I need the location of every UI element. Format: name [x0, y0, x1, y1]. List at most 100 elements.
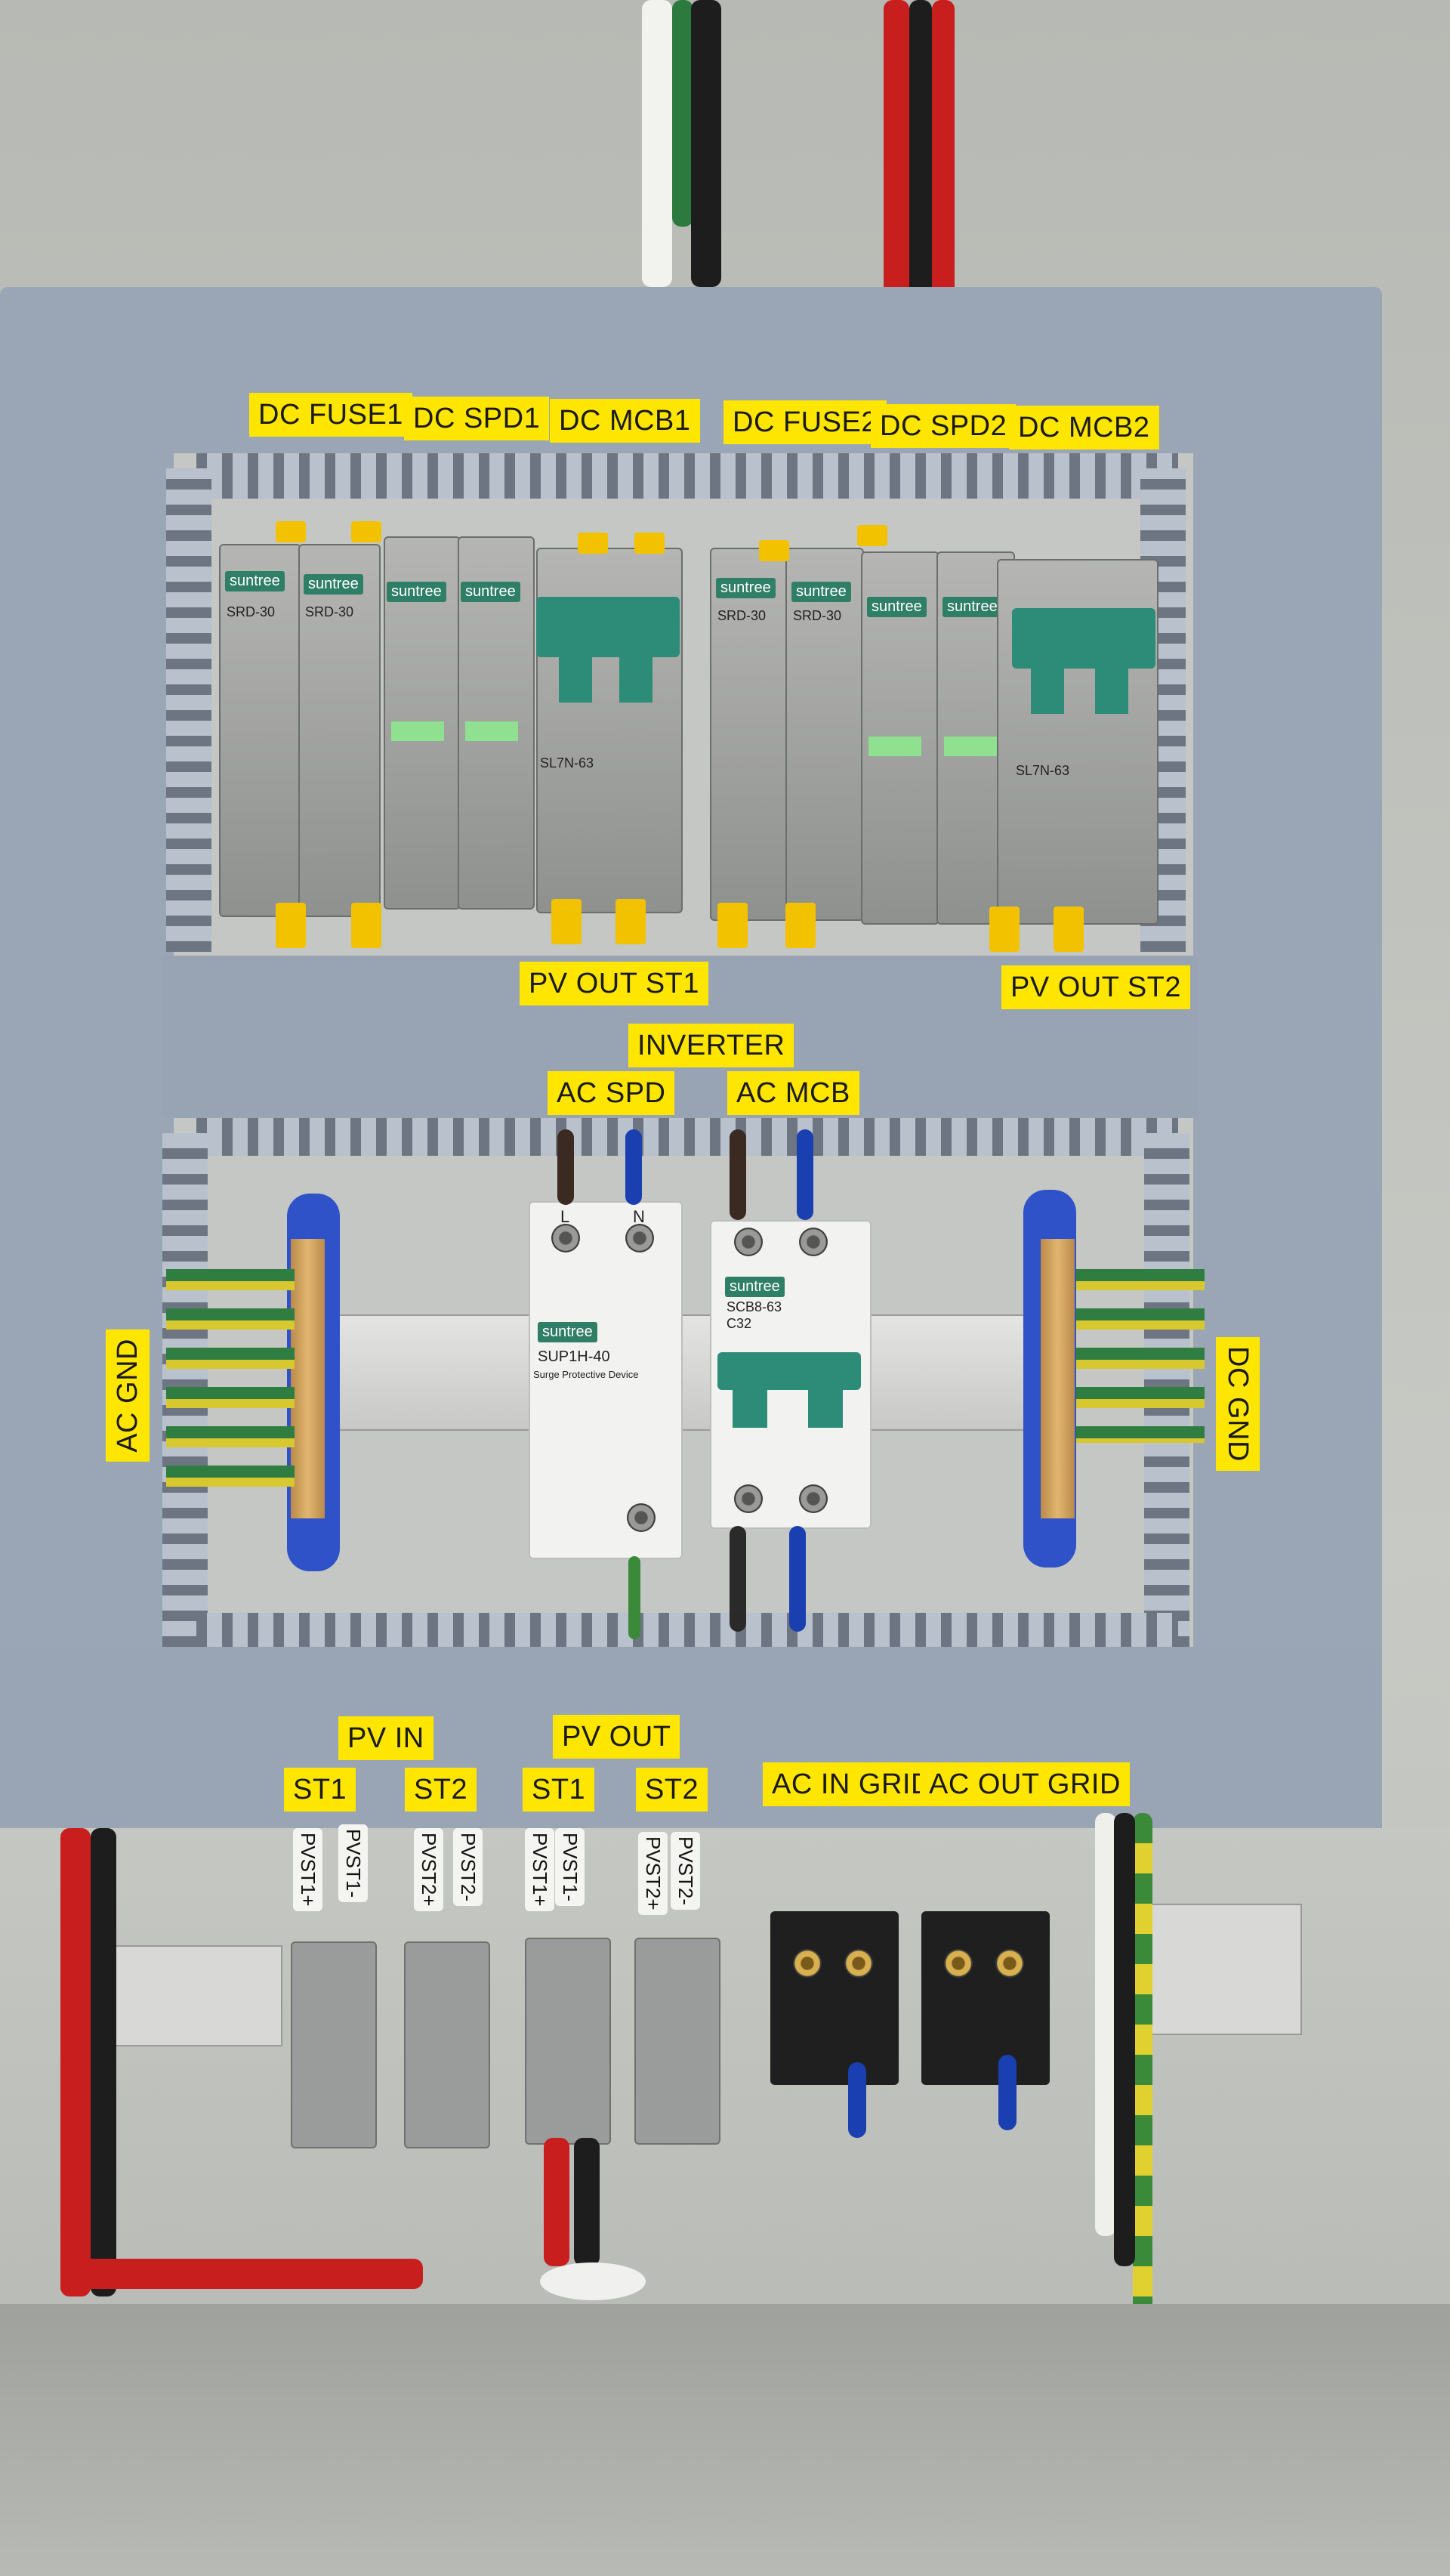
- wire-tag-2: PVST1-: [338, 1824, 368, 1903]
- dc-fuse2-a: [710, 548, 788, 921]
- top-duct-slots: [196, 453, 1178, 499]
- dc-mcb1-model: SL7N-63: [540, 755, 594, 771]
- label-st2-a: ST2: [405, 1768, 477, 1812]
- cable-grommet: [540, 2262, 646, 2300]
- label-ac-out-grid: AC OUT GRID: [920, 1762, 1130, 1806]
- ac-black-wire: [1114, 1813, 1135, 2266]
- ac-spd-desc: Surge Protective Device: [533, 1369, 639, 1380]
- top-red-wire-1: [884, 0, 909, 302]
- fuse1b-brand: suntree: [304, 574, 363, 595]
- ferrule-6: [857, 525, 887, 546]
- ac-spd-screw-n: [625, 1224, 654, 1252]
- wire-tag-3: PVST2+: [414, 1828, 443, 1911]
- ac-spd-wire-blue: [625, 1129, 642, 1205]
- ac-mcb-out-blue: [789, 1526, 806, 1632]
- label-ac-in-grid: AC IN GRID: [763, 1762, 941, 1806]
- ac-in-screw-2: [844, 1949, 873, 1978]
- ferrule-12: [785, 903, 816, 948]
- wire-tag-8: PVST2-: [671, 1832, 700, 1910]
- label-dc-fuse1: DC FUSE1: [249, 393, 412, 437]
- ferrule-10: [615, 899, 646, 944]
- fuse2b-model: SRD-30: [793, 608, 842, 623]
- ferrule-8: [351, 903, 381, 948]
- ferrule-5: [759, 540, 789, 561]
- dc-mcb2-handle-b: [1095, 661, 1128, 714]
- ac-yellow-green-wire: [1133, 1813, 1152, 2312]
- ac-mcb-rating: C32: [727, 1316, 752, 1331]
- ac-in-screw-1: [793, 1949, 822, 1978]
- enclosure-bottom: [0, 2304, 1450, 2576]
- ac-spd-screw-bottom: [627, 1503, 656, 1532]
- middle-lower-slots: [196, 1118, 1178, 1156]
- ac-mcb-wire-blue: [797, 1129, 813, 1220]
- bottom-din-rail-left: [98, 1945, 282, 2046]
- pv-in-black-wire: [91, 1828, 116, 2296]
- ac-gnd-bar: [291, 1239, 325, 1518]
- ac-spd-screw-l: [551, 1224, 580, 1252]
- fuse1-model: SRD-30: [227, 604, 276, 619]
- ac-mcb-screw-4: [799, 1484, 828, 1513]
- terminal-pv-out-st1: [525, 1938, 611, 2145]
- ferrule-3: [578, 533, 608, 554]
- ac-spd-brand: suntree: [538, 1322, 597, 1342]
- label-pv-out-st2: PV OUT ST2: [1001, 965, 1191, 1009]
- spd2-brand: suntree: [867, 597, 927, 617]
- ferrule-1: [276, 521, 306, 542]
- label-dc-mcb1: DC MCB1: [550, 399, 700, 443]
- label-ac-gnd: AC GND: [106, 1330, 150, 1462]
- ferrule-13: [989, 907, 1020, 952]
- ac-spd: [529, 1201, 683, 1559]
- dc-gnd-wires: [1076, 1269, 1205, 1443]
- dc-gnd-bar: [1041, 1239, 1075, 1518]
- label-dc-gnd: DC GND: [1216, 1337, 1260, 1471]
- ac-white-wire: [1095, 1813, 1116, 2236]
- wire-tag-5: PVST1+: [525, 1828, 554, 1911]
- label-ac-mcb: AC MCB: [727, 1071, 859, 1115]
- ac-spd-ground-wire: [628, 1556, 640, 1639]
- terminal-pv-in-st2: [404, 1941, 490, 2148]
- fuse2b-brand: suntree: [791, 582, 851, 602]
- terminal-ac-in: [770, 1911, 899, 2085]
- label-inverter: INVERTER: [628, 1024, 794, 1067]
- terminal-pv-out-st2: [634, 1938, 720, 2145]
- fuse1b-model: SRD-30: [305, 604, 354, 619]
- top-black-wire: [691, 0, 721, 287]
- dc-mcb1-toggle: [536, 597, 680, 657]
- pv-bottom-loop-red: [60, 2259, 423, 2289]
- top-green-wire: [672, 0, 693, 227]
- fuse1-brand: suntree: [225, 571, 285, 591]
- label-st1-b: ST1: [523, 1768, 595, 1812]
- ferrule-2: [351, 521, 381, 542]
- ac-out-screw-1: [944, 1949, 973, 1978]
- fuse2-model: SRD-30: [717, 608, 767, 623]
- top-white-wire: [642, 0, 672, 287]
- label-st2-b: ST2: [636, 1768, 708, 1812]
- ac-spd-l: L: [560, 1207, 570, 1226]
- dc-mcb2-toggle: [1012, 608, 1155, 669]
- spd2b-brand: suntree: [942, 597, 1002, 617]
- spd2b-window: [944, 737, 997, 756]
- ac-mcb-screw-3: [734, 1484, 763, 1513]
- label-ac-spd: AC SPD: [548, 1071, 675, 1115]
- pv-out-black-wire: [574, 2138, 600, 2266]
- terminal-pv-in-st1: [291, 1941, 377, 2148]
- ferrule-9: [551, 899, 582, 944]
- dc-fuse1-b: [298, 544, 381, 917]
- ac-mcb-brand: suntree: [725, 1277, 785, 1297]
- terminal-ac-out: [921, 1911, 1050, 2085]
- label-dc-fuse2: DC FUSE2: [723, 400, 887, 444]
- top-black-wire-2: [909, 0, 932, 302]
- spd2-window: [868, 737, 921, 756]
- ac-out-blue-lead: [998, 2055, 1017, 2130]
- ac-spd-n: N: [633, 1207, 645, 1226]
- bottom-inner-slots: [196, 1613, 1178, 1647]
- dc-mcb1-handle-a: [559, 650, 592, 703]
- ac-mcb-screw-1: [734, 1228, 763, 1256]
- spd1b-brand: suntree: [461, 582, 520, 602]
- ac-mcb-model: SCB8-63: [727, 1299, 782, 1314]
- pv-in-red-wire: [60, 1828, 91, 2296]
- spd1-window: [391, 721, 444, 741]
- ferrule-11: [717, 903, 748, 948]
- fuse2-brand: suntree: [716, 578, 776, 598]
- ac-spd-model: SUP1H-40: [538, 1348, 610, 1365]
